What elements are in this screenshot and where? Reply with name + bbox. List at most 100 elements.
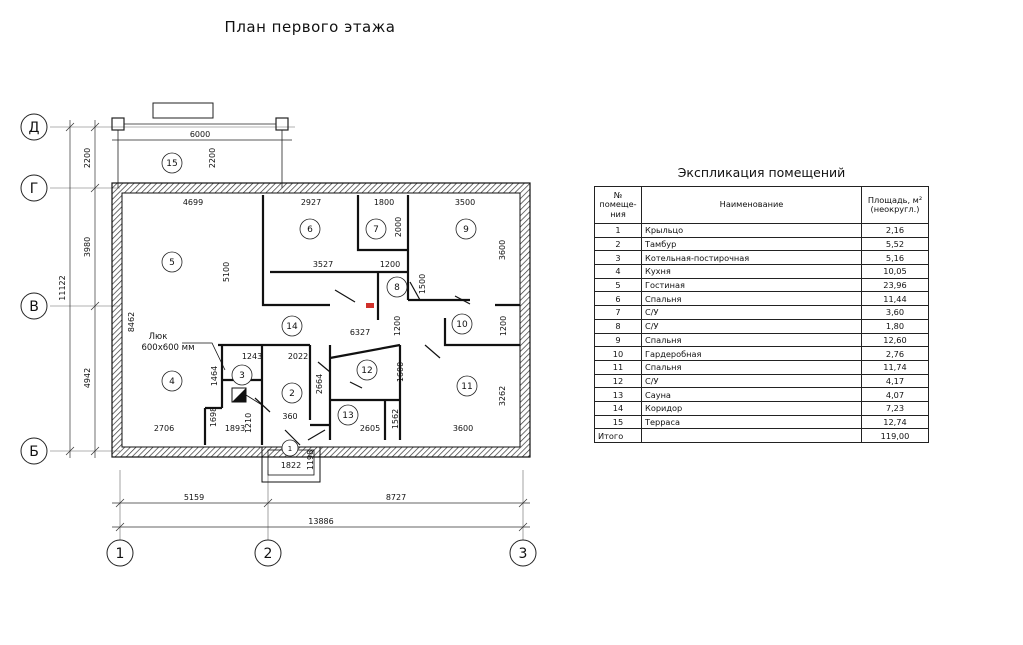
room-dim: 1600 [396,362,405,382]
bottom-dimension-lines [112,498,530,532]
dim-left-outer: 11122 [58,275,67,300]
room-dim: 2022 [288,352,308,361]
room-dim: 5100 [222,262,231,282]
axis-letter-label: Г [30,181,39,197]
room-dim: 3500 [455,198,475,207]
room-dim: 1198 [306,450,315,470]
dim-left-inner: 2200 [83,148,92,168]
axis-number-label: 3 [519,546,528,562]
room-number: 8 [394,283,400,293]
room-dim: 1698 [209,407,218,427]
room-dim: 8462 [127,312,136,332]
room-dim: 1210 [244,413,253,433]
room-number: 15 [166,159,177,169]
room-number-labels: 15 6 7 9 5 8 14 10 3 12 4 2 11 13 1 [166,159,472,453]
axis-bubble-labels: Д Г В Б 1 2 3 [29,120,528,562]
axis-bubbles [20,113,537,567]
dim-bottom-total: 13886 [308,517,333,526]
room-schedule-title: Экспликация помещений [677,165,846,180]
room-dim: 1200 [393,316,402,336]
room-number: 11 [461,382,472,392]
room-number: 5 [169,258,175,268]
room-dim: 1562 [391,409,400,429]
room-dim: 1822 [281,461,301,470]
dimension-labels: 11122 2200 3980 4942 6000 2200 5159 8727… [58,130,508,526]
room-schedule-table: № помеще- ния Наименование Площадь, м² (… [594,186,929,443]
hatch-label: Люк 600х600 мм [141,332,194,353]
room-dim: 360 [282,412,297,421]
door-swings [254,281,471,446]
room-dim: 3600 [453,424,473,433]
room-dim: 1200 [499,316,508,336]
room-dim: 2706 [154,424,174,433]
room-number: 9 [463,225,469,235]
dim-terrace-depth: 2200 [208,148,217,168]
dim-bottom-part: 8727 [386,493,406,502]
room-dim: 2927 [301,198,321,207]
room-dim: 1500 [418,274,427,294]
room-number: 4 [169,377,175,387]
room-dim: 3262 [498,386,507,406]
dim-top-terrace: 6000 [190,130,210,139]
room-number: 12 [361,366,372,376]
room-dim: 2664 [315,374,324,394]
room-number: 1 [288,445,292,453]
left-dimension-lines [65,120,100,458]
room-dim: 1893 [225,424,245,433]
room-dim: 2605 [360,424,380,433]
room-dim: 2000 [394,217,403,237]
room-dim: 1200 [380,260,400,269]
room-number: 14 [286,322,298,332]
table-header-row: № помеще- ния Наименование Площадь, м² (… [594,186,929,224]
axis-number-label: 2 [264,546,273,562]
room-number: 7 [373,225,379,235]
room-number: 3 [239,371,245,381]
room-dim: 3600 [498,240,507,260]
hatch-label-line2: 600х600 мм [141,343,194,353]
dim-left-inner: 3980 [83,237,92,257]
axis-letter-label: В [29,299,39,315]
room-number: 2 [289,389,295,399]
room-dim: 1243 [242,352,262,361]
axis-number-label: 1 [116,546,125,562]
boiler-hatch-block [182,342,263,406]
room-dim: 4699 [183,198,203,207]
hatch-label-line1: Люк [149,332,168,342]
room-dim: 1800 [374,198,394,207]
room-dim: 3527 [313,260,333,269]
room-schedule: Экспликация помещений № помеще- ния Наим… [594,165,929,443]
room-number: 10 [456,320,468,330]
floor-plan: 15 6 7 9 5 8 14 10 3 12 4 2 11 13 1 Люк … [20,102,537,567]
dim-left-inner: 4942 [83,368,92,388]
plan-title: План первого этажа [224,18,396,36]
room-dim: 1464 [210,366,219,386]
door-opening-marker [366,303,374,308]
room-number: 6 [307,225,313,235]
axis-letter-label: Б [29,444,39,460]
axis-letter-label: Д [29,120,40,136]
room-dim: 6327 [350,328,370,337]
room-number: 13 [342,411,353,421]
header-area: Площадь, м² (неокругл.) [861,186,929,224]
terrace [111,102,292,188]
room-number-circles [161,152,478,457]
interior-walls [203,195,520,445]
header-number: № помеще- ния [594,186,642,224]
